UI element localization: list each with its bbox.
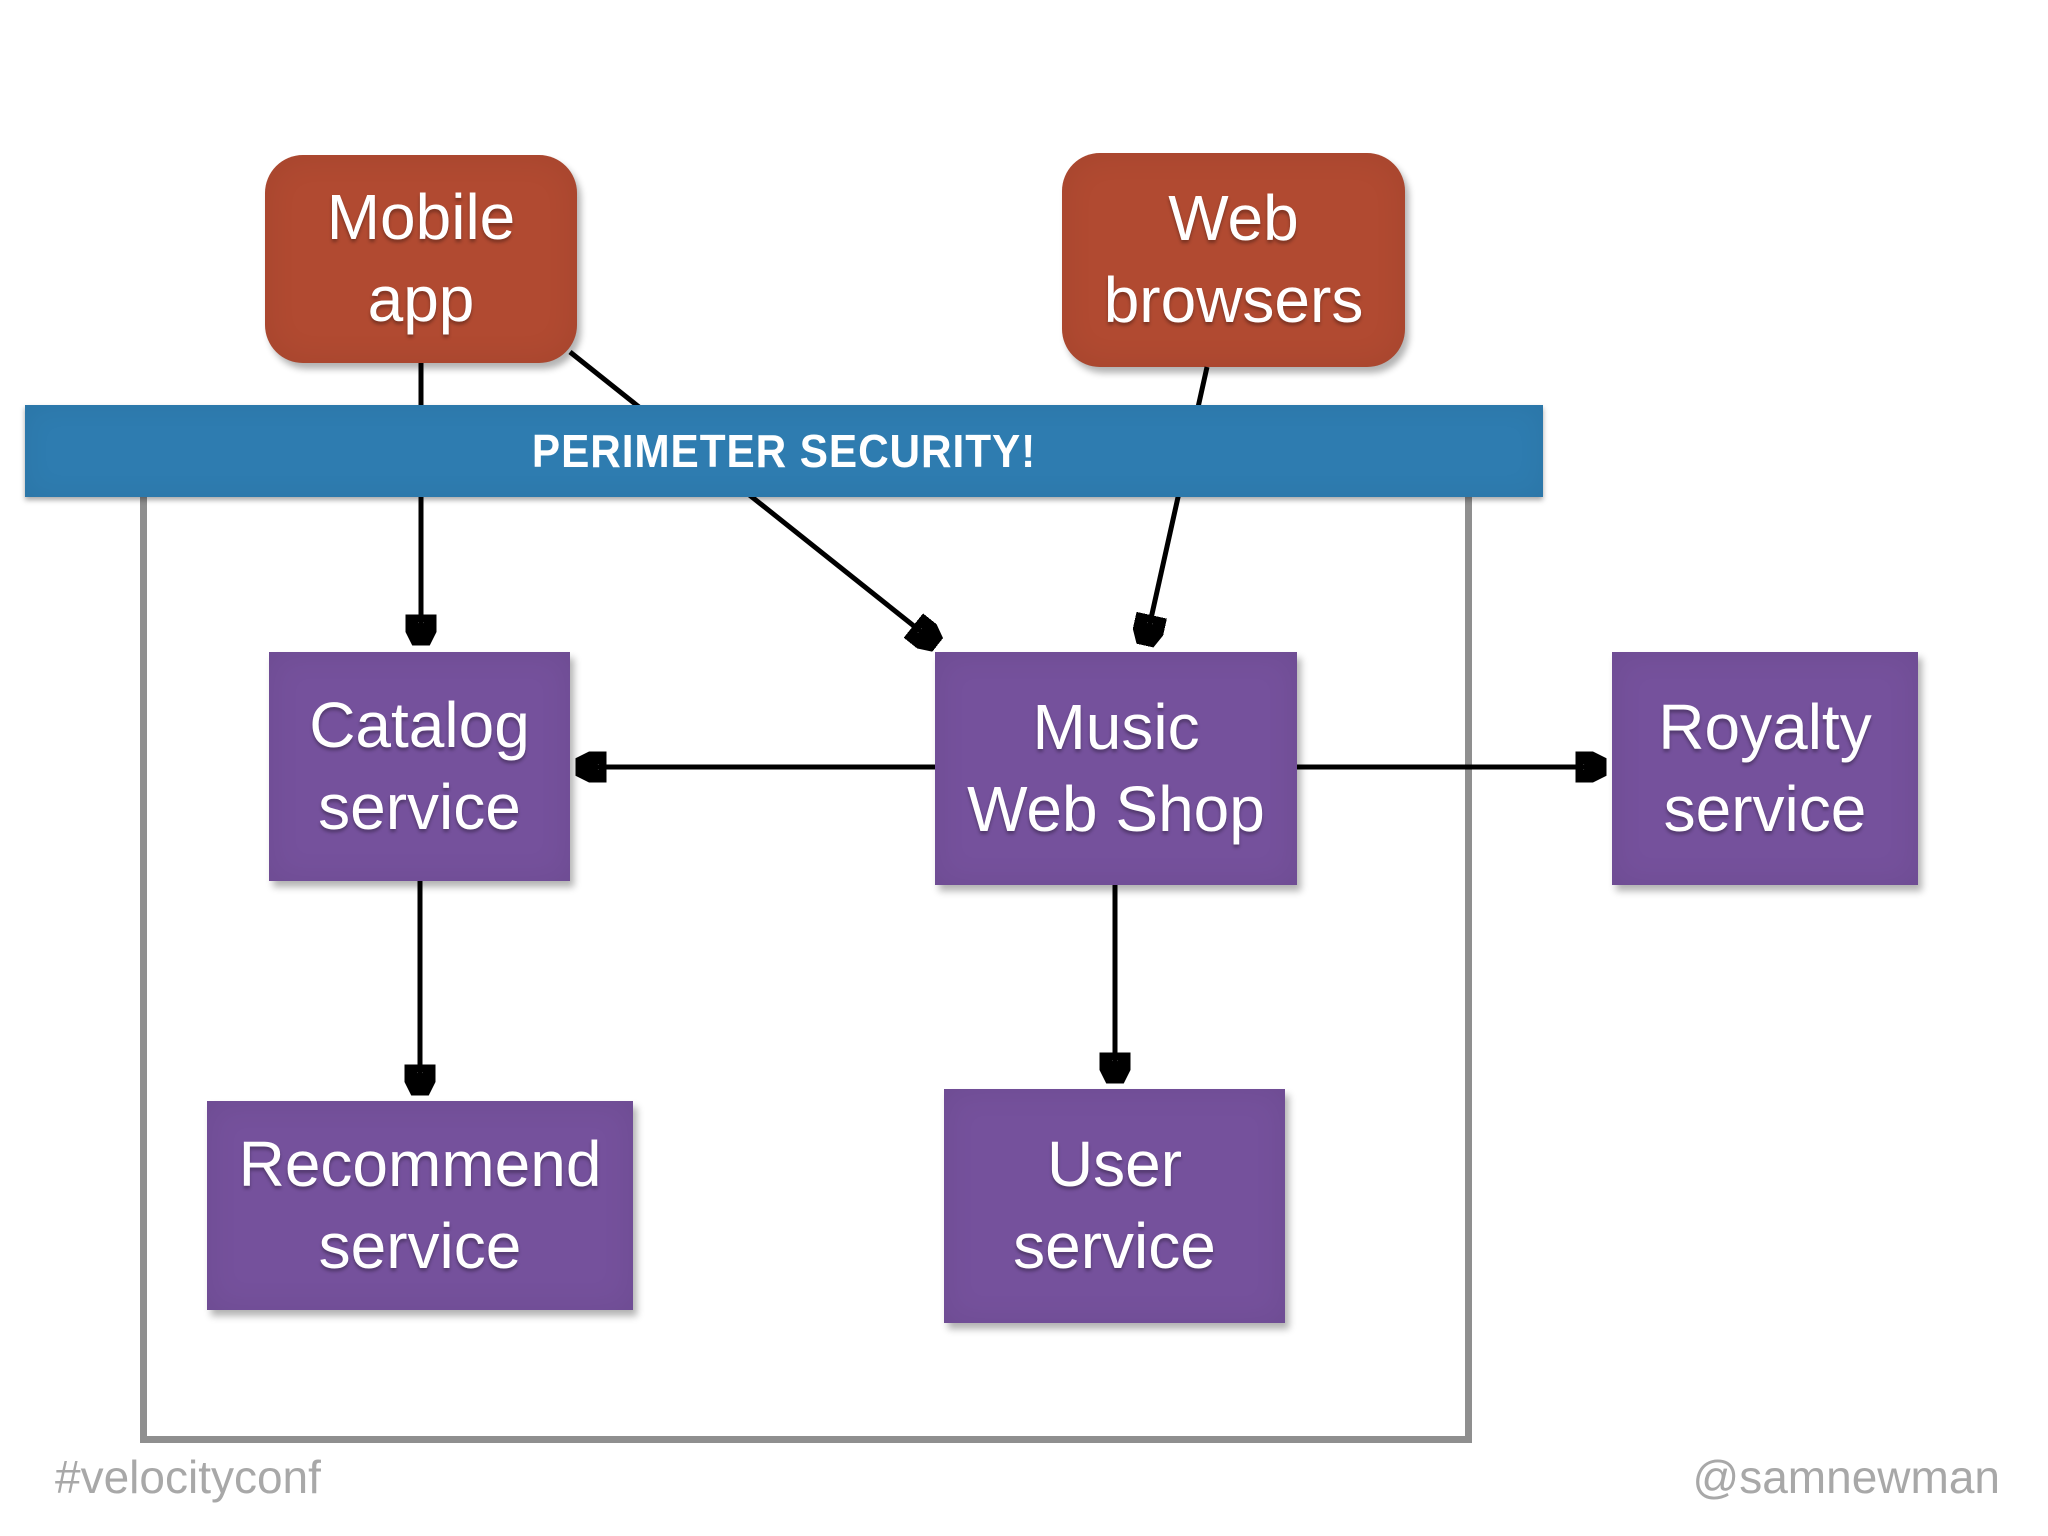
node-mobile-app: Mobile app <box>265 155 577 363</box>
node-catalog-service: Catalog service <box>269 652 570 881</box>
node-user-service: User service <box>944 1089 1285 1323</box>
perimeter-security-label: PERIMETER SECURITY! <box>531 425 1037 477</box>
footer-twitter-handle: @samnewman <box>1692 1451 2000 1503</box>
perimeter-security-bar: PERIMETER SECURITY! <box>25 405 1543 497</box>
node-music-web-shop: Music Web Shop <box>935 652 1297 885</box>
footer-hashtag: #velocityconf <box>55 1451 321 1503</box>
node-recommend-service: Recommend service <box>207 1101 633 1310</box>
node-royalty-service: Royalty service <box>1612 652 1918 885</box>
node-web-browsers: Web browsers <box>1062 153 1405 367</box>
